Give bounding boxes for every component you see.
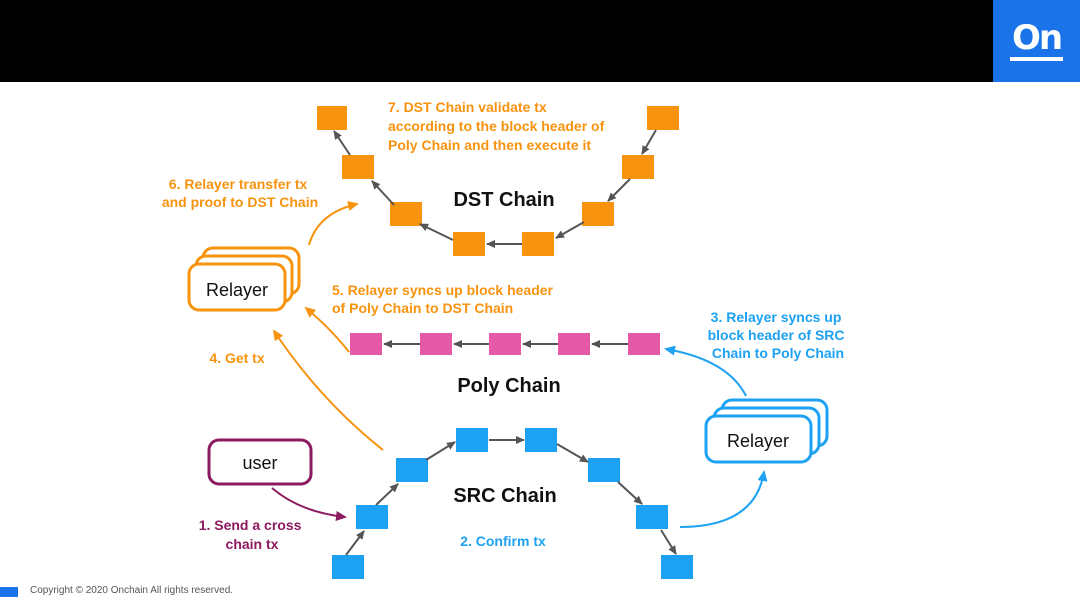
step6-arrow: [308, 201, 359, 246]
dst-block: [647, 106, 679, 130]
src-link-arrow: [345, 530, 365, 556]
src-link-arrow: [556, 443, 589, 463]
src-link-arrow: [425, 441, 456, 461]
src-block: [456, 428, 488, 452]
dst-link-arrow: [641, 129, 657, 155]
dst-link-arrow: [333, 130, 351, 156]
src-block: [661, 555, 693, 579]
dst-block: [317, 106, 347, 130]
step6-label: 6. Relayer transfer tx and proof to DST …: [162, 176, 318, 210]
poly-block: [350, 333, 382, 355]
src-link-arrow: [660, 529, 677, 555]
dst-link-arrow: [419, 223, 454, 241]
dst-block: [622, 155, 654, 179]
step5-line: of Poly Chain to DST Chain: [332, 300, 513, 316]
onchain-logo: On: [993, 0, 1080, 82]
step1-arrow: [271, 487, 347, 521]
step5-arrow: [304, 306, 350, 353]
dst-block: [342, 155, 374, 179]
step1-label: 1. Send a cross chain tx: [199, 517, 306, 552]
user-label: user: [242, 453, 277, 473]
step3-arrow-up: [664, 345, 747, 397]
step1-line: chain tx: [226, 536, 279, 552]
relayer-left: Relayer: [187, 246, 301, 312]
step3-line: 3. Relayer syncs up: [711, 309, 842, 325]
dst-link-arrow: [371, 180, 395, 206]
src-block: [588, 458, 620, 482]
step6-line: and proof to DST Chain: [162, 194, 318, 210]
copyright-text: Copyright © 2020 Onchain All rights rese…: [30, 585, 234, 596]
step3-arrow-right: [679, 470, 768, 528]
poly-block: [628, 333, 660, 355]
step2-label: 2. Confirm tx: [460, 533, 546, 549]
step5-label: 5. Relayer syncs up block header of Poly…: [332, 282, 557, 316]
dst-chain-blocks: [317, 106, 679, 256]
src-chain-title: SRC Chain: [453, 485, 556, 507]
src-block: [636, 505, 668, 529]
logo-text: On: [1009, 21, 1063, 61]
src-block: [332, 555, 364, 579]
dst-block: [582, 202, 614, 226]
relayer-right: Relayer: [704, 398, 829, 464]
src-block: [396, 458, 428, 482]
step7-label: 7. DST Chain validate tx according to th…: [388, 99, 608, 153]
step4-label: 4. Get tx: [209, 350, 264, 366]
dst-block: [522, 232, 554, 256]
step7-line: 7. DST Chain validate tx: [388, 99, 547, 115]
src-block: [356, 505, 388, 529]
step7-line: Poly Chain and then execute it: [388, 137, 591, 153]
step5-line: 5. Relayer syncs up block header: [332, 282, 554, 298]
step3-line: block header of SRC: [708, 327, 845, 343]
step6-line: 6. Relayer transfer tx: [169, 176, 308, 192]
dst-block: [390, 202, 422, 226]
poly-block: [420, 333, 452, 355]
step4-arrow: [272, 329, 384, 451]
dst-link-arrow: [607, 178, 631, 202]
src-link-arrow: [375, 483, 399, 506]
step3-line: Chain to Poly Chain: [712, 345, 844, 361]
relayer-left-label: Relayer: [206, 280, 268, 300]
relayer-right-label: Relayer: [727, 431, 789, 451]
step7-line: according to the block header of: [388, 118, 605, 134]
poly-chain-blocks: [350, 333, 660, 355]
src-chain-links: [345, 436, 677, 556]
dst-block: [453, 232, 485, 256]
poly-block: [558, 333, 590, 355]
top-bar: [0, 0, 1080, 82]
step3-label: 3. Relayer syncs up block header of SRC …: [708, 309, 849, 361]
src-chain-blocks: [332, 428, 693, 579]
user-box: user: [207, 438, 313, 486]
src-link-arrow: [617, 481, 643, 505]
footer-accent-mark: [0, 587, 18, 597]
poly-chain-title: Poly Chain: [457, 375, 560, 397]
poly-block: [489, 333, 521, 355]
dst-chain-title: DST Chain: [453, 189, 554, 211]
step1-line: 1. Send a cross: [199, 517, 302, 533]
dst-chain-links: [333, 129, 657, 248]
dst-link-arrow: [555, 221, 585, 239]
src-block: [525, 428, 557, 452]
